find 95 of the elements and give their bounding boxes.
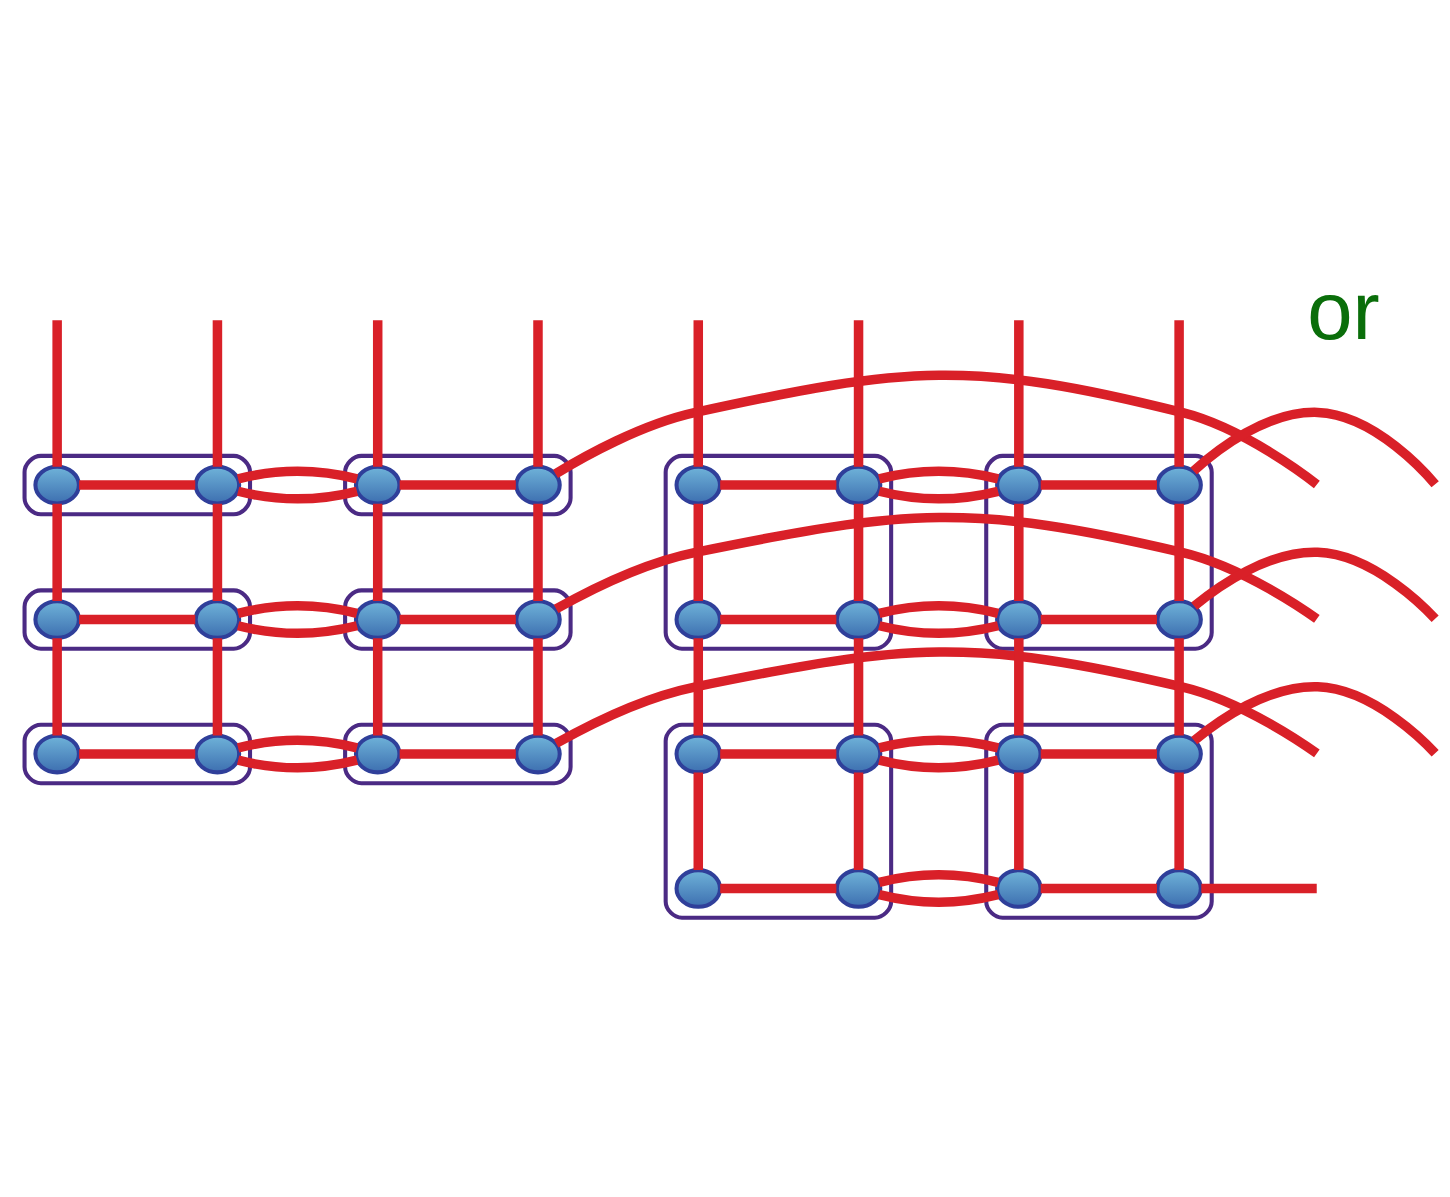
connector (720, 883, 837, 894)
node-circle (995, 733, 1043, 775)
connector (1190, 407, 1439, 488)
connector (693, 772, 704, 870)
connector (533, 638, 543, 736)
node-circle (353, 599, 402, 640)
connector (1040, 883, 1157, 894)
node-circle (834, 464, 883, 506)
cluster (984, 453, 1214, 651)
connector (212, 503, 223, 601)
node-circle (834, 599, 883, 640)
connector (1014, 320, 1024, 467)
node-circle (1155, 733, 1203, 775)
node-circle (1155, 599, 1203, 640)
connector (399, 480, 516, 490)
connector (1191, 682, 1439, 757)
connector (553, 512, 1320, 623)
node-circle (193, 733, 242, 775)
connector (372, 638, 383, 736)
node-circle (193, 599, 242, 640)
node-circle (33, 733, 81, 775)
connector (212, 638, 223, 736)
connector (853, 503, 864, 601)
connector (237, 735, 359, 773)
node-circle (674, 868, 723, 909)
node-circle (193, 464, 242, 506)
connector (720, 480, 837, 490)
node-circle (674, 733, 723, 775)
node-circle (674, 599, 723, 640)
connector (878, 870, 1000, 907)
node-circle (33, 464, 81, 506)
node-circle (1155, 464, 1203, 506)
connector (853, 638, 864, 736)
node-circle (353, 464, 402, 506)
connector (1014, 772, 1024, 870)
connector (79, 614, 196, 625)
label: or (1307, 265, 1380, 357)
connector (1040, 480, 1157, 490)
connector (52, 320, 62, 467)
cluster (984, 722, 1214, 920)
node-circle (33, 599, 81, 640)
connector (693, 320, 704, 467)
cluster (663, 453, 894, 651)
node-circle (514, 464, 562, 506)
node-circle (834, 868, 883, 909)
connector (553, 370, 1320, 489)
connector (52, 638, 62, 736)
connector (1014, 638, 1024, 736)
node-circle (674, 464, 723, 506)
connector (693, 638, 704, 736)
node-circle (1155, 868, 1203, 909)
cluster (343, 453, 573, 517)
connector (1014, 503, 1024, 601)
connector (372, 503, 383, 601)
node-circle (353, 733, 402, 775)
node-circle (995, 599, 1043, 640)
node-circle (514, 599, 562, 640)
connector (1174, 320, 1184, 467)
connector (878, 735, 1000, 773)
connector (237, 601, 359, 639)
connector (878, 466, 1000, 504)
connector (212, 320, 223, 467)
connector (853, 772, 864, 870)
cluster (343, 588, 573, 651)
connector (533, 320, 543, 467)
cluster (22, 588, 253, 651)
node-circle (514, 733, 562, 775)
node-circle (834, 733, 883, 775)
connector (79, 749, 196, 759)
cluster (343, 722, 573, 786)
node-circle (995, 868, 1043, 909)
connector (878, 601, 1000, 639)
connector (52, 503, 62, 601)
connector (533, 503, 543, 601)
connector (553, 647, 1320, 758)
cluster (22, 722, 253, 786)
connector (372, 320, 383, 467)
connector (720, 614, 837, 625)
connector (693, 503, 704, 601)
connector (1040, 614, 1157, 625)
connector (1201, 883, 1317, 894)
connector (237, 466, 359, 504)
connector (1174, 772, 1184, 870)
connector (1174, 503, 1184, 601)
connector (1174, 638, 1184, 736)
connector (853, 320, 864, 467)
connector (1040, 749, 1157, 759)
connector (79, 480, 196, 490)
connector (720, 749, 837, 759)
connector (1191, 547, 1439, 623)
cluster (663, 722, 894, 920)
node-circle (995, 464, 1043, 506)
connector (399, 614, 516, 625)
connector (399, 749, 516, 759)
cluster (22, 453, 253, 517)
